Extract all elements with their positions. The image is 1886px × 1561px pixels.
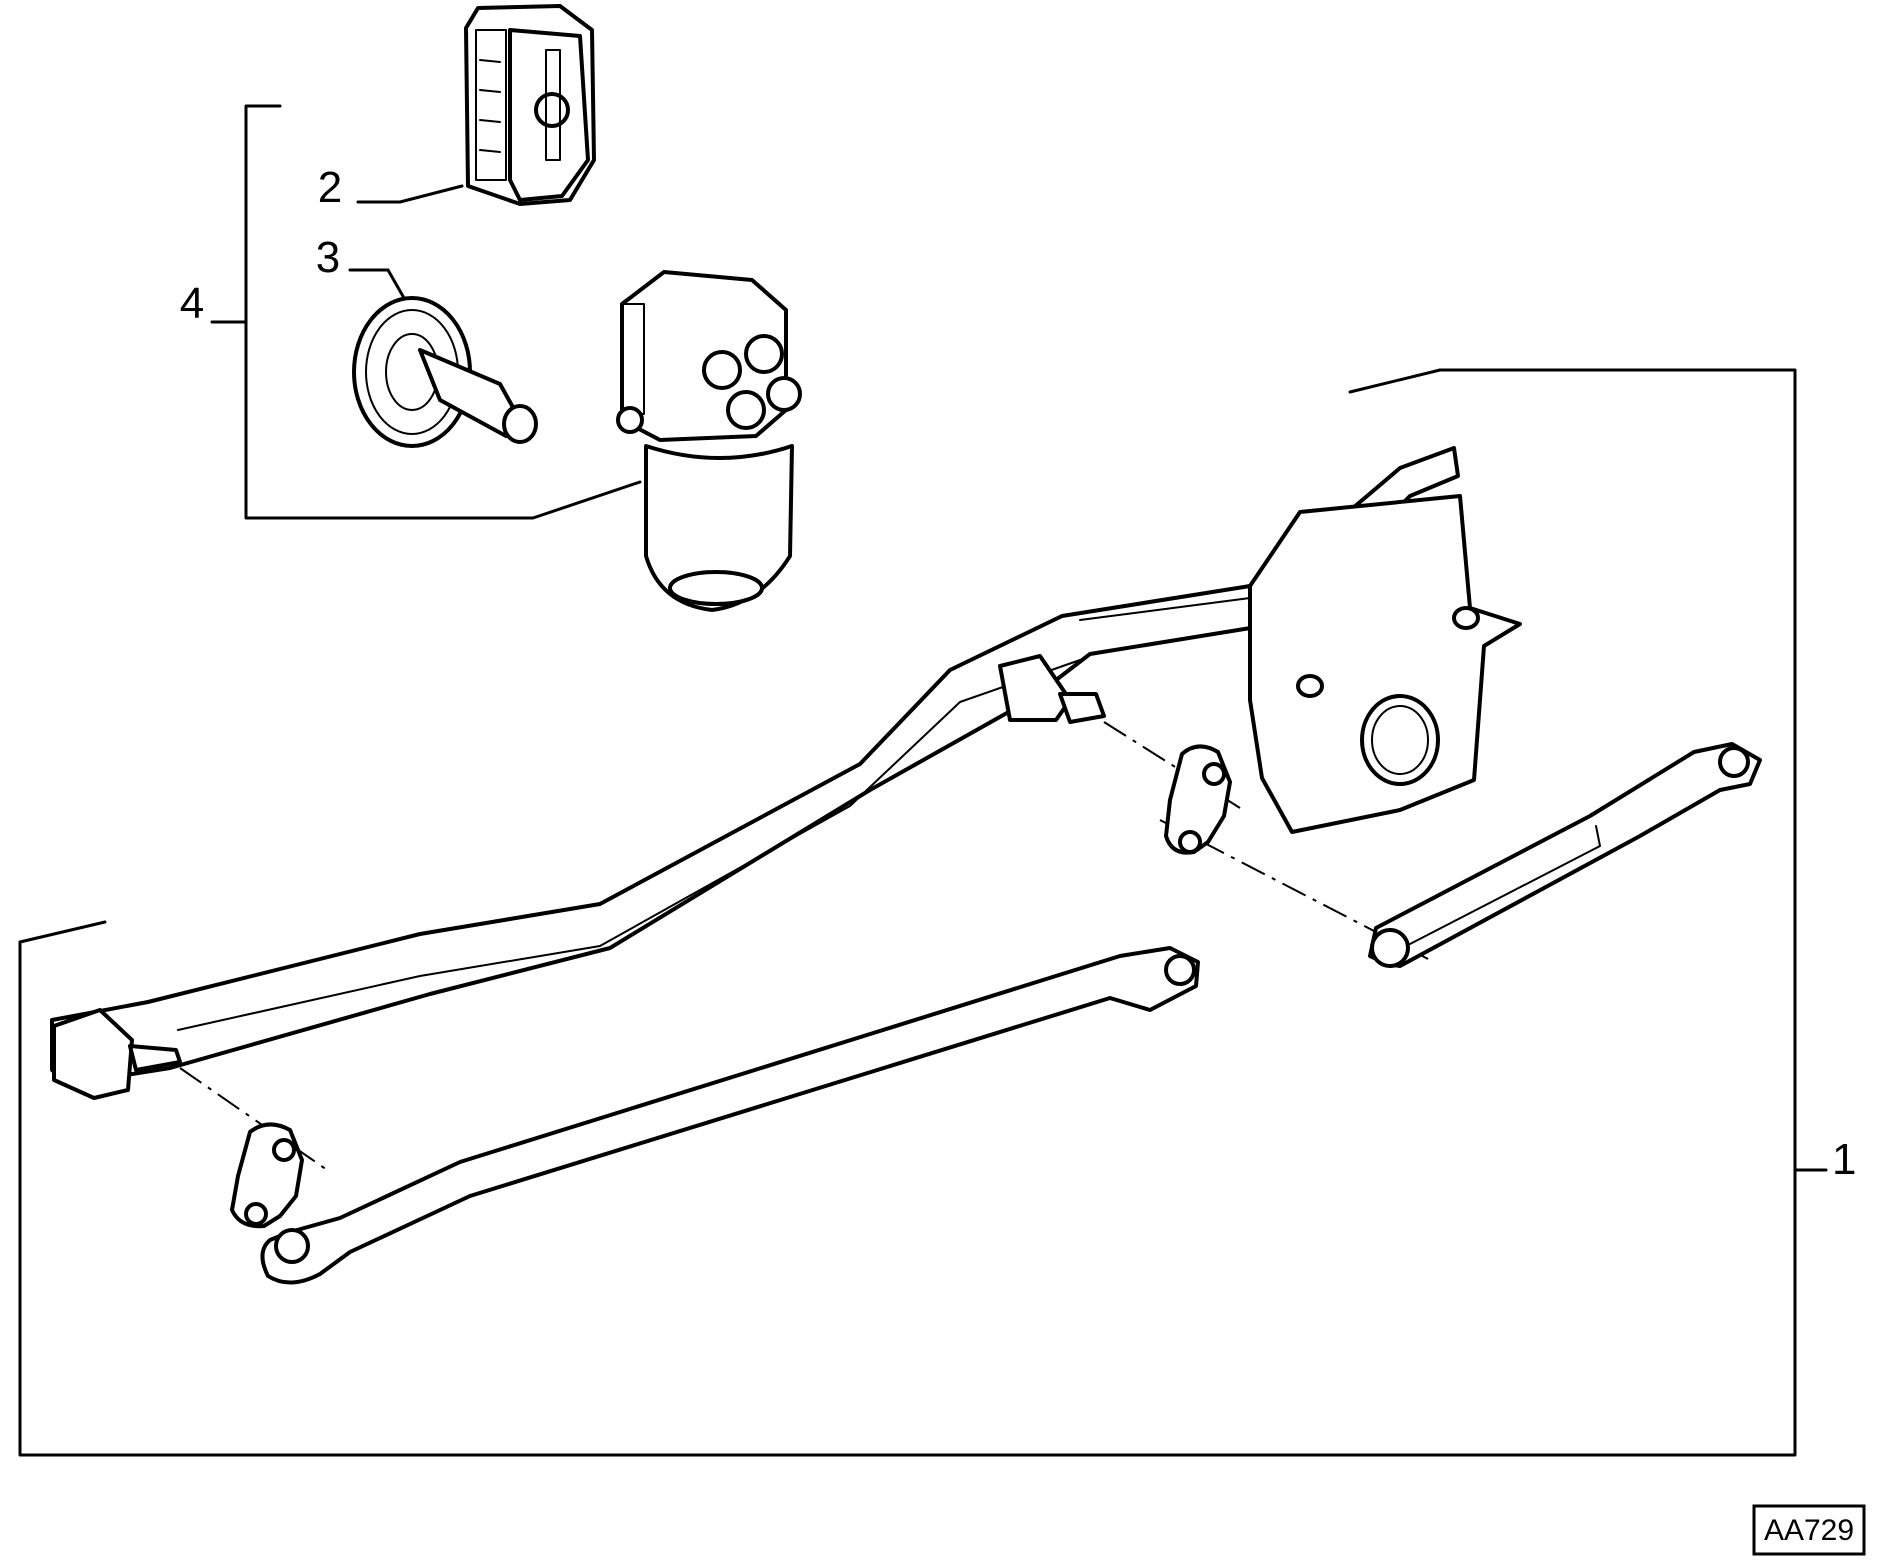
wiper-motor [616,270,802,612]
connector-cover-part-2 [356,4,596,206]
assembly-1-bracket [18,368,1828,1457]
connecting-rod-short [1368,742,1762,968]
connecting-rod-long [260,946,1200,1285]
crank-left [230,1122,304,1229]
reference-code: AA729 [1764,1514,1854,1547]
callout-1: 1 [1832,1135,1856,1184]
callout-4: 4 [180,279,204,328]
gear-wheel-part-3 [348,268,538,448]
callout-2: 2 [318,163,342,212]
crank-right [1164,744,1232,855]
reference-code-box: AA729 [1752,1504,1866,1556]
linkage-frame [50,446,1522,1100]
assembly-4-bracket [210,104,642,520]
callout-3: 3 [316,233,340,282]
